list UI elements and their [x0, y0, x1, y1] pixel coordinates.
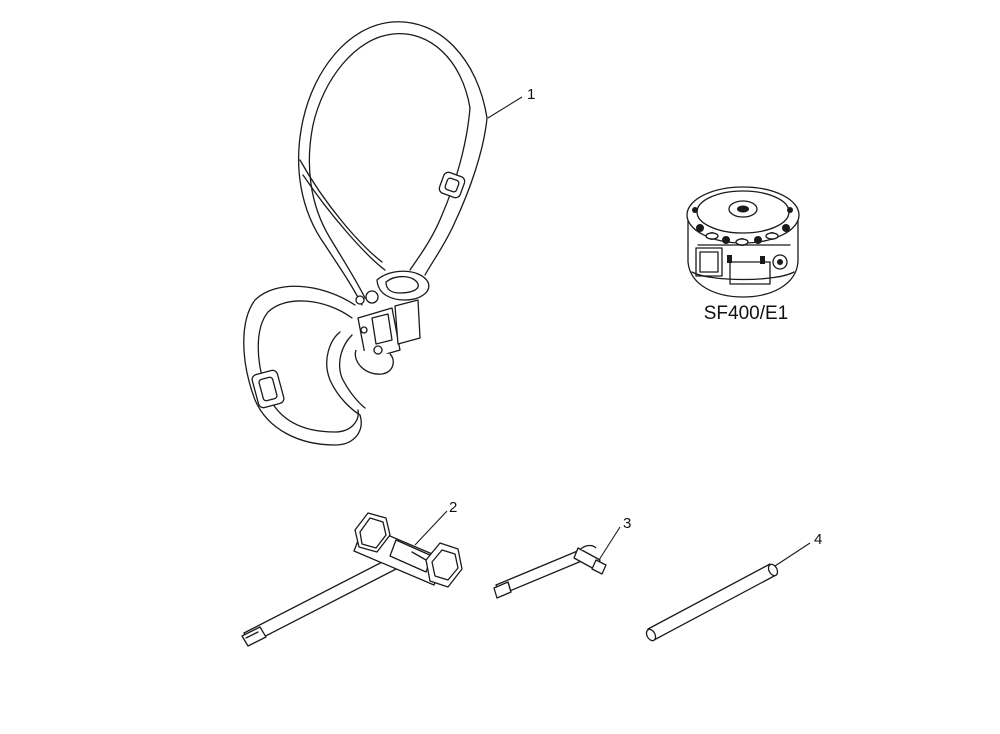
callout-1-label: 1 [527, 86, 535, 103]
trimmer-head [686, 186, 800, 298]
callout-3: 3 [598, 515, 631, 561]
callout-1: 1 [487, 86, 535, 119]
shoulder-strap [243, 21, 488, 446]
hex-key [493, 544, 607, 599]
callout-2-label: 2 [449, 499, 457, 516]
callout-4-label: 4 [814, 531, 822, 548]
t-wrench [241, 512, 463, 647]
callout-4: 4 [774, 531, 822, 567]
callout-3-label: 3 [623, 515, 631, 532]
rod [645, 563, 779, 642]
model-label: SF400/E1 [704, 303, 789, 324]
callout-2: 2 [414, 499, 457, 546]
